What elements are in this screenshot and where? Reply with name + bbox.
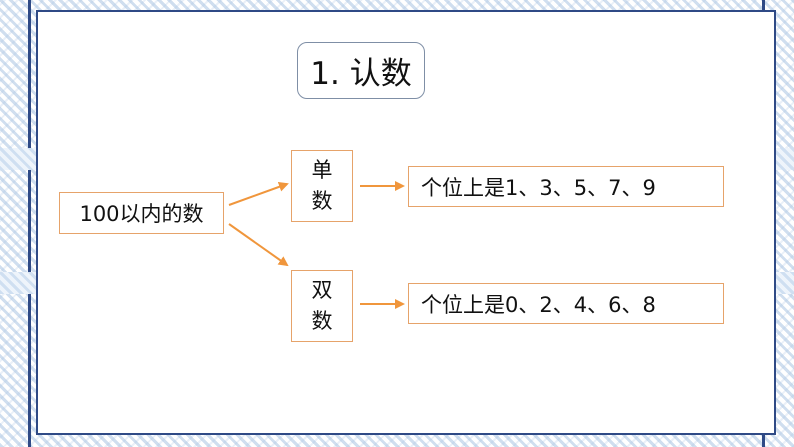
category-node-even: 双 数	[291, 270, 353, 342]
rule-odd-text: 个位上是1、3、5、7、9	[421, 175, 656, 200]
rule-node-even: 个位上是0、2、4、6、8	[408, 283, 724, 324]
rule-node-odd: 个位上是1、3、5、7、9	[408, 166, 724, 207]
category-node-odd: 单 数	[291, 150, 353, 222]
category-odd-char-2: 数	[311, 189, 333, 213]
root-node: 100以内的数	[59, 192, 224, 234]
frame-left-line	[28, 0, 31, 447]
slide-title-text: 1. 认数	[310, 56, 412, 92]
category-odd-char-1: 单	[311, 158, 333, 182]
slide-title: 1. 认数	[297, 42, 425, 99]
rule-even-text: 个位上是0、2、4、6、8	[421, 292, 656, 317]
category-even-char-2: 数	[311, 309, 333, 333]
root-node-text: 100以内的数	[79, 202, 204, 226]
arrow-root-to-odd	[228, 182, 289, 206]
category-even-char-1: 双	[311, 278, 333, 302]
arrow-root-to-even	[228, 223, 289, 267]
